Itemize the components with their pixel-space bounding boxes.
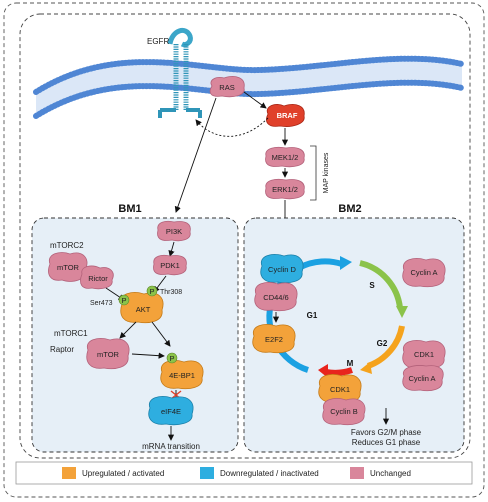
ras-label: RAS: [219, 83, 234, 92]
eif4e-node: [148, 396, 194, 426]
bm2-title: BM2: [338, 203, 361, 215]
phase-g2: G2: [377, 339, 388, 348]
mtorc2-label: mTORC2: [50, 241, 84, 250]
mtorc1-complex: [86, 338, 130, 370]
phospho-ser473: [118, 294, 130, 306]
legend-label-unchanged: Unchanged: [370, 469, 411, 478]
phase-s: S: [369, 281, 375, 290]
bm2-output-line2: Reduces G1 phase: [352, 438, 421, 447]
e2f2-node: [252, 324, 296, 354]
pi3k-label: PI3K: [166, 227, 182, 236]
p-thr308: P: [149, 287, 154, 296]
egfr-receptor: [158, 27, 202, 118]
g2-arc: [366, 325, 405, 369]
legend-swatch-unchanged: [350, 467, 364, 479]
cyclind-node: [260, 254, 304, 284]
cd44-node: [254, 282, 298, 312]
feedback-arrow: [195, 117, 269, 137]
outer-frame: [3, 2, 485, 498]
egfr-label: EGFR: [147, 37, 169, 46]
mek-label: MEK1/2: [272, 153, 299, 162]
arrow-pi3k-pdk1: [168, 241, 175, 257]
bm1-title: BM1: [118, 203, 141, 215]
legend: Upregulated / activated Downregulated / …: [15, 461, 473, 485]
mtor-c2-label: mTOR: [57, 263, 80, 272]
legend-label-downregulated: Downregulated / inactivated: [220, 469, 319, 478]
phospho-thr308: [146, 285, 158, 297]
arrow-mtorc1-4ebp1: [131, 352, 165, 359]
cdk1-center-label: CDK1: [330, 385, 350, 394]
ser473-label: Ser473: [90, 300, 113, 307]
4ebp1-label: 4E-BP1: [169, 371, 195, 380]
braf-node: [266, 104, 305, 127]
legend-swatch-upregulated: [62, 467, 76, 479]
s-arc: [359, 260, 403, 309]
cd44-label: CD44/6: [263, 293, 288, 302]
arrow-ras-pi3k: [174, 97, 217, 213]
akt-node: [120, 292, 164, 324]
pi3k-node: [157, 220, 191, 242]
arrow-ras-braf: [243, 91, 267, 109]
cyclinb-label: Cyclin B: [330, 407, 358, 416]
arrow-akt-mtorc1: [119, 321, 137, 339]
cdk1-right-node: [402, 340, 446, 392]
ras-node: [209, 76, 245, 98]
cyclind-label: Cyclin D: [268, 265, 297, 274]
arrow-akt-4ebp1: [151, 321, 171, 347]
mek-node: [265, 146, 305, 168]
map-kinases-label: MAP kinases: [323, 152, 330, 193]
p-4ebp1: P: [169, 354, 174, 363]
legend-swatch-downregulated: [200, 467, 214, 479]
m-arc: [325, 367, 353, 376]
e2f2-label: E2F2: [265, 335, 283, 344]
cyclina-right-label: Cyclin A: [408, 374, 435, 383]
pdk1-label: PDK1: [160, 261, 180, 270]
mtorc2-complex: [48, 252, 114, 290]
phospho-4ebp1: [166, 352, 178, 364]
pdk1-node: [153, 254, 187, 276]
cell-membrane: [33, 55, 465, 119]
bm2-output-line1: Favors G2/M phase: [351, 428, 422, 437]
cell-boundary: [19, 13, 471, 459]
raptor-label: Raptor: [50, 345, 74, 354]
eif4e-label: eIF4E: [161, 407, 181, 416]
erk-label: ERK1/2: [272, 185, 298, 194]
cyclina-top-label: Cyclin A: [410, 268, 437, 277]
akt-label: AKT: [136, 305, 151, 314]
braf-label: BRAF: [277, 111, 298, 120]
erk-node: [265, 178, 305, 200]
p-ser473: P: [121, 296, 126, 305]
phase-g1: G1: [307, 311, 318, 320]
mtor-c1-label: mTOR: [97, 350, 120, 359]
phase-m: M: [347, 359, 354, 368]
rictor-label: Rictor: [88, 274, 108, 283]
mrna-output: mRNA transition: [142, 442, 200, 451]
mtorc1-label: mTORC1: [54, 329, 88, 338]
cdk1-right-label: CDK1: [414, 350, 434, 359]
thr308-label: Thr308: [160, 289, 182, 296]
map-kinases-bracket: [310, 145, 317, 201]
cdk1-cyclinb-complex: [318, 374, 366, 426]
legend-label-upregulated: Upregulated / activated: [82, 469, 164, 478]
cyclina-top-node: [402, 258, 446, 288]
